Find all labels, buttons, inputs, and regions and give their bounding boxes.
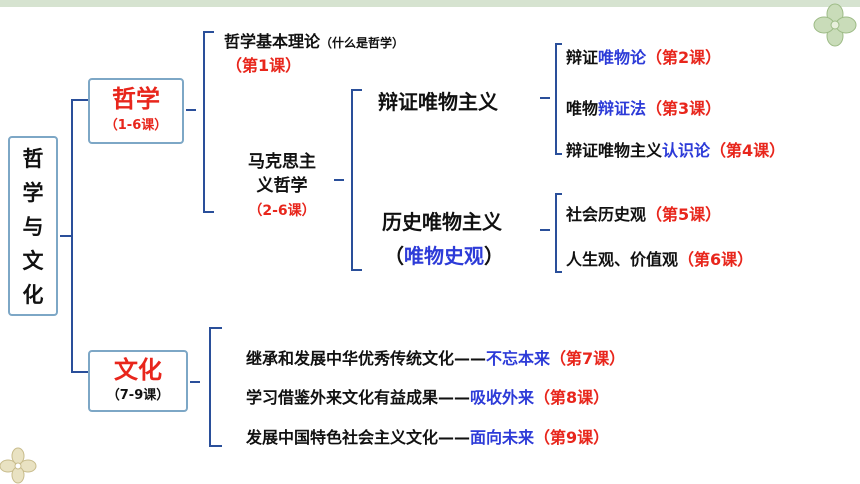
philosophy-title: 哲学	[112, 85, 160, 113]
basic-theory-lesson: （第1课）	[226, 56, 302, 75]
dialectical-item: 辩证唯物论（第2课）	[566, 48, 722, 67]
historical-item: 人生观、价值观（第6课）	[566, 250, 754, 269]
flower-icon	[0, 447, 37, 484]
philosophy-box: 哲学 （1-6课）	[88, 78, 184, 144]
root-char: 哲	[22, 147, 44, 171]
historical-title: 历史唯物主义	[382, 210, 502, 234]
dialectical-title: 辩证唯物主义	[378, 90, 498, 114]
basic-theory-label: 哲学基本理论	[224, 32, 321, 51]
culture-box: 文化 （7-9课）	[88, 350, 188, 412]
root-char: 与	[22, 215, 44, 239]
culture-item: 继承和发展中华优秀传统文化——不忘本来（第7课）	[246, 349, 626, 368]
root-char: 学	[22, 181, 44, 205]
marxist-line1: 马克思主	[248, 152, 316, 172]
top-bar	[0, 0, 860, 7]
root-box: 哲 学 与 文 化	[8, 136, 58, 316]
basic-theory-title: 哲学基本理论（什么是哲学）	[224, 28, 404, 52]
culture-item: 学习借鉴外来文化有益成果——吸收外来（第8课）	[246, 388, 610, 407]
dialectical-item: 唯物辩证法（第3课）	[566, 99, 722, 118]
dialectical-item: 辩证唯物主义认识论（第4课）	[566, 141, 786, 160]
root-char: 文	[22, 249, 44, 273]
root-char: 化	[22, 283, 44, 307]
culture-range: （7-9课）	[106, 388, 170, 403]
historical-subtitle: （唯物史观）	[384, 244, 504, 268]
historical-highlight: 唯物史观	[404, 244, 484, 268]
clover-icon	[813, 3, 857, 47]
historical-item: 社会历史观（第5课）	[566, 205, 722, 224]
marxist-title: 马克思主 义哲学	[234, 150, 330, 198]
marxist-line2: 义哲学	[256, 176, 308, 196]
philosophy-range: （1-6课）	[104, 118, 168, 133]
culture-title: 文化	[114, 356, 162, 384]
marxist-range: （2-6课）	[248, 203, 316, 219]
culture-item: 发展中国特色社会主义文化——面向未来（第9课）	[246, 428, 610, 447]
basic-theory-sub: （什么是哲学）	[320, 36, 405, 50]
